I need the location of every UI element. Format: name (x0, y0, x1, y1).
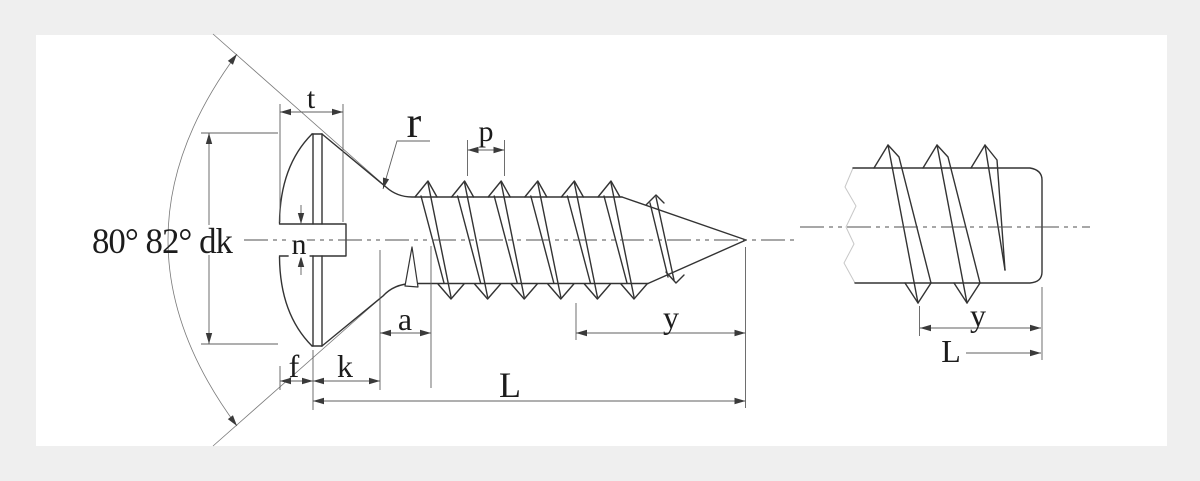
end-body (852, 167, 1043, 284)
label-L: L (499, 365, 521, 405)
label-n: n (292, 228, 307, 261)
screw-point (621, 194, 747, 285)
label-end-L: L (941, 333, 961, 369)
label-a: a (398, 301, 412, 337)
screw-side-view: 80° 82° dk t r p n a y f k L (92, 33, 798, 447)
label-angle-dk: 80° 82° dk (92, 221, 233, 261)
end-threads (873, 144, 1006, 304)
label-y: y (663, 299, 679, 335)
label-f: f (289, 348, 300, 384)
drawing-paper (36, 35, 1167, 446)
screw-head (278, 133, 649, 347)
label-p: p (479, 115, 494, 148)
label-end-y: y (970, 297, 986, 333)
label-k: k (337, 348, 353, 384)
screw-end-detail-view: y L (800, 144, 1090, 369)
dimension-lines (205, 108, 746, 405)
label-r: r (407, 98, 422, 147)
label-t: t (307, 82, 316, 115)
thread-start-sliver (404, 246, 419, 288)
extension-lines (201, 104, 746, 410)
countersink-angle-construction (167, 33, 385, 447)
break-line (843, 167, 857, 284)
end-dimension-lines (920, 324, 1041, 357)
end-extension-lines (919, 287, 1043, 360)
